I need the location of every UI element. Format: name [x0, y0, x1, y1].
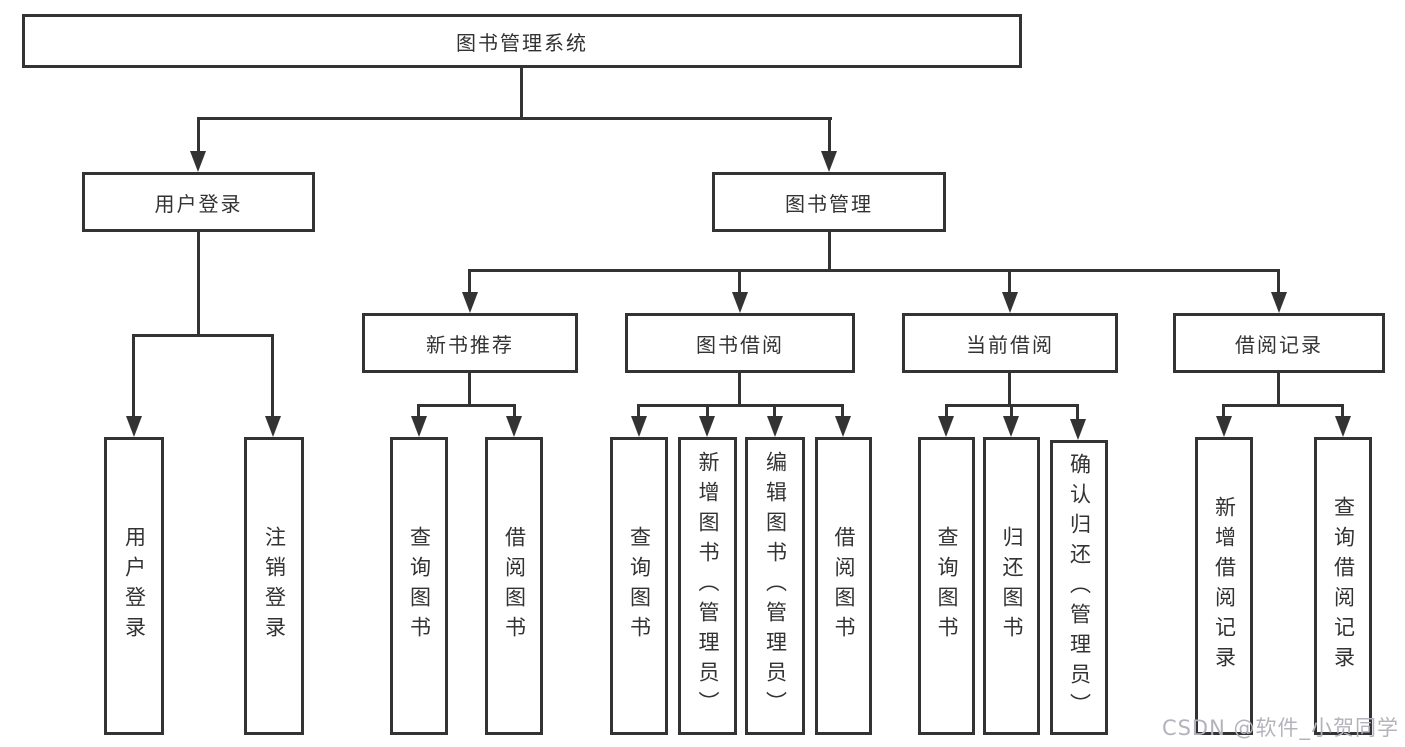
leaf-logout-login: 注销登录: [244, 437, 304, 735]
leaf-add-borrow-record-label: 新增借阅记录: [1212, 496, 1237, 676]
connector-line: [520, 68, 523, 119]
node-new-book-recommend-label: 新书推荐: [426, 332, 514, 357]
node-book-management-label: 图书管理: [785, 191, 873, 216]
connector-line: [828, 117, 831, 153]
connector-line: [773, 404, 776, 418]
connector-line: [738, 269, 741, 293]
leaf-return-books-label: 归还图书: [1000, 526, 1024, 646]
leaf-borrow-books-borrowing: 借阅图书: [815, 437, 872, 735]
arrow-down-icon: [190, 151, 206, 172]
arrow-down-icon: [699, 416, 715, 437]
leaf-borrow-books-recommend-label: 借阅图书: [502, 526, 527, 646]
node-user-login-label: 用户登录: [154, 191, 243, 216]
node-root: 图书管理系统: [22, 14, 1022, 68]
connector-line: [271, 334, 274, 418]
connector-line: [945, 404, 948, 418]
connector-line: [417, 404, 420, 418]
leaf-query-books-recommend: 查询图书: [390, 437, 448, 735]
connector-line: [841, 404, 844, 418]
node-book-management: 图书管理: [712, 172, 946, 232]
leaf-query-borrow-record-label: 查询借阅记录: [1331, 496, 1356, 676]
leaf-query-books-recommend-label: 查询图书: [407, 526, 432, 646]
leaf-confirm-return-admin: 确认归还（管理员）: [1050, 440, 1108, 735]
connector-line: [738, 373, 741, 407]
connector-line: [828, 232, 831, 272]
arrow-down-icon: [1070, 419, 1086, 440]
node-current-borrowing: 当前借阅: [902, 313, 1118, 373]
arrow-down-icon: [821, 151, 837, 172]
arrow-down-icon: [411, 416, 427, 437]
connector-line: [706, 404, 709, 418]
arrow-down-icon: [1271, 292, 1287, 313]
leaf-user-login: 用户登录: [104, 437, 164, 735]
node-new-book-recommend: 新书推荐: [362, 313, 578, 373]
arrow-down-icon: [462, 292, 478, 313]
arrow-down-icon: [631, 416, 647, 437]
leaf-add-borrow-record: 新增借阅记录: [1195, 437, 1253, 735]
leaf-query-books-current-label: 查询图书: [935, 526, 959, 646]
connector-line: [132, 334, 274, 337]
arrow-down-icon: [938, 416, 954, 437]
arrow-down-icon: [1003, 416, 1019, 437]
connector-line: [197, 117, 200, 153]
arrow-down-icon: [265, 416, 281, 437]
arrow-down-icon: [732, 292, 748, 313]
arrow-down-icon: [835, 416, 851, 437]
connector-line: [197, 232, 200, 337]
connector-line: [1341, 404, 1344, 418]
connector-line: [468, 373, 471, 407]
connector-line: [1277, 269, 1280, 293]
node-borrow-records: 借阅记录: [1173, 313, 1385, 373]
leaf-add-books-admin-label: 新增图书（管理员）: [696, 451, 720, 721]
connector-line: [417, 404, 516, 407]
connector-line: [132, 334, 135, 418]
arrow-down-icon: [126, 416, 142, 437]
connector-line: [637, 404, 640, 418]
leaf-return-books: 归还图书: [983, 437, 1040, 735]
leaf-borrow-books-recommend: 借阅图书: [485, 437, 543, 735]
leaf-query-borrow-record: 查询借阅记录: [1314, 437, 1372, 735]
leaf-confirm-return-admin-label: 确认归还（管理员）: [1067, 452, 1092, 723]
arrow-down-icon: [1335, 416, 1351, 437]
connector-line: [1008, 373, 1011, 407]
connector-line: [468, 269, 1280, 272]
connector-line: [1222, 404, 1225, 418]
leaf-add-books-admin: 新增图书（管理员）: [678, 437, 737, 735]
connector-line: [1010, 404, 1013, 418]
watermark: CSDN @软件_小贺同学: [1161, 716, 1399, 740]
arrow-down-icon: [1216, 416, 1232, 437]
arrow-down-icon: [767, 416, 783, 437]
node-book-borrowing-label: 图书借阅: [696, 332, 784, 357]
node-borrow-records-label: 借阅记录: [1235, 332, 1323, 357]
connector-line: [637, 404, 844, 407]
leaf-logout-login-label: 注销登录: [262, 526, 287, 646]
arrow-down-icon: [506, 416, 522, 437]
leaf-edit-books-admin-label: 编辑图书（管理员）: [763, 451, 788, 721]
connector-line: [197, 117, 832, 120]
node-user-login: 用户登录: [82, 172, 315, 232]
connector-line: [1277, 373, 1280, 407]
node-root-label: 图书管理系统: [456, 30, 588, 55]
node-book-borrowing: 图书借阅: [625, 313, 855, 373]
leaf-query-books-borrowing-label: 查询图书: [627, 526, 652, 646]
leaf-query-books-borrowing: 查询图书: [610, 437, 668, 735]
node-current-borrowing-label: 当前借阅: [966, 332, 1054, 357]
connector-line: [468, 269, 471, 293]
connector-line: [1008, 269, 1011, 293]
connector-line: [1222, 404, 1344, 407]
connector-line: [513, 404, 516, 418]
leaf-edit-books-admin: 编辑图书（管理员）: [745, 437, 805, 735]
connector-line: [1076, 404, 1079, 420]
leaf-query-books-current: 查询图书: [918, 437, 975, 735]
leaf-borrow-books-borrowing-label: 借阅图书: [832, 526, 856, 646]
arrow-down-icon: [1002, 292, 1018, 313]
leaf-user-login-label: 用户登录: [122, 526, 147, 646]
